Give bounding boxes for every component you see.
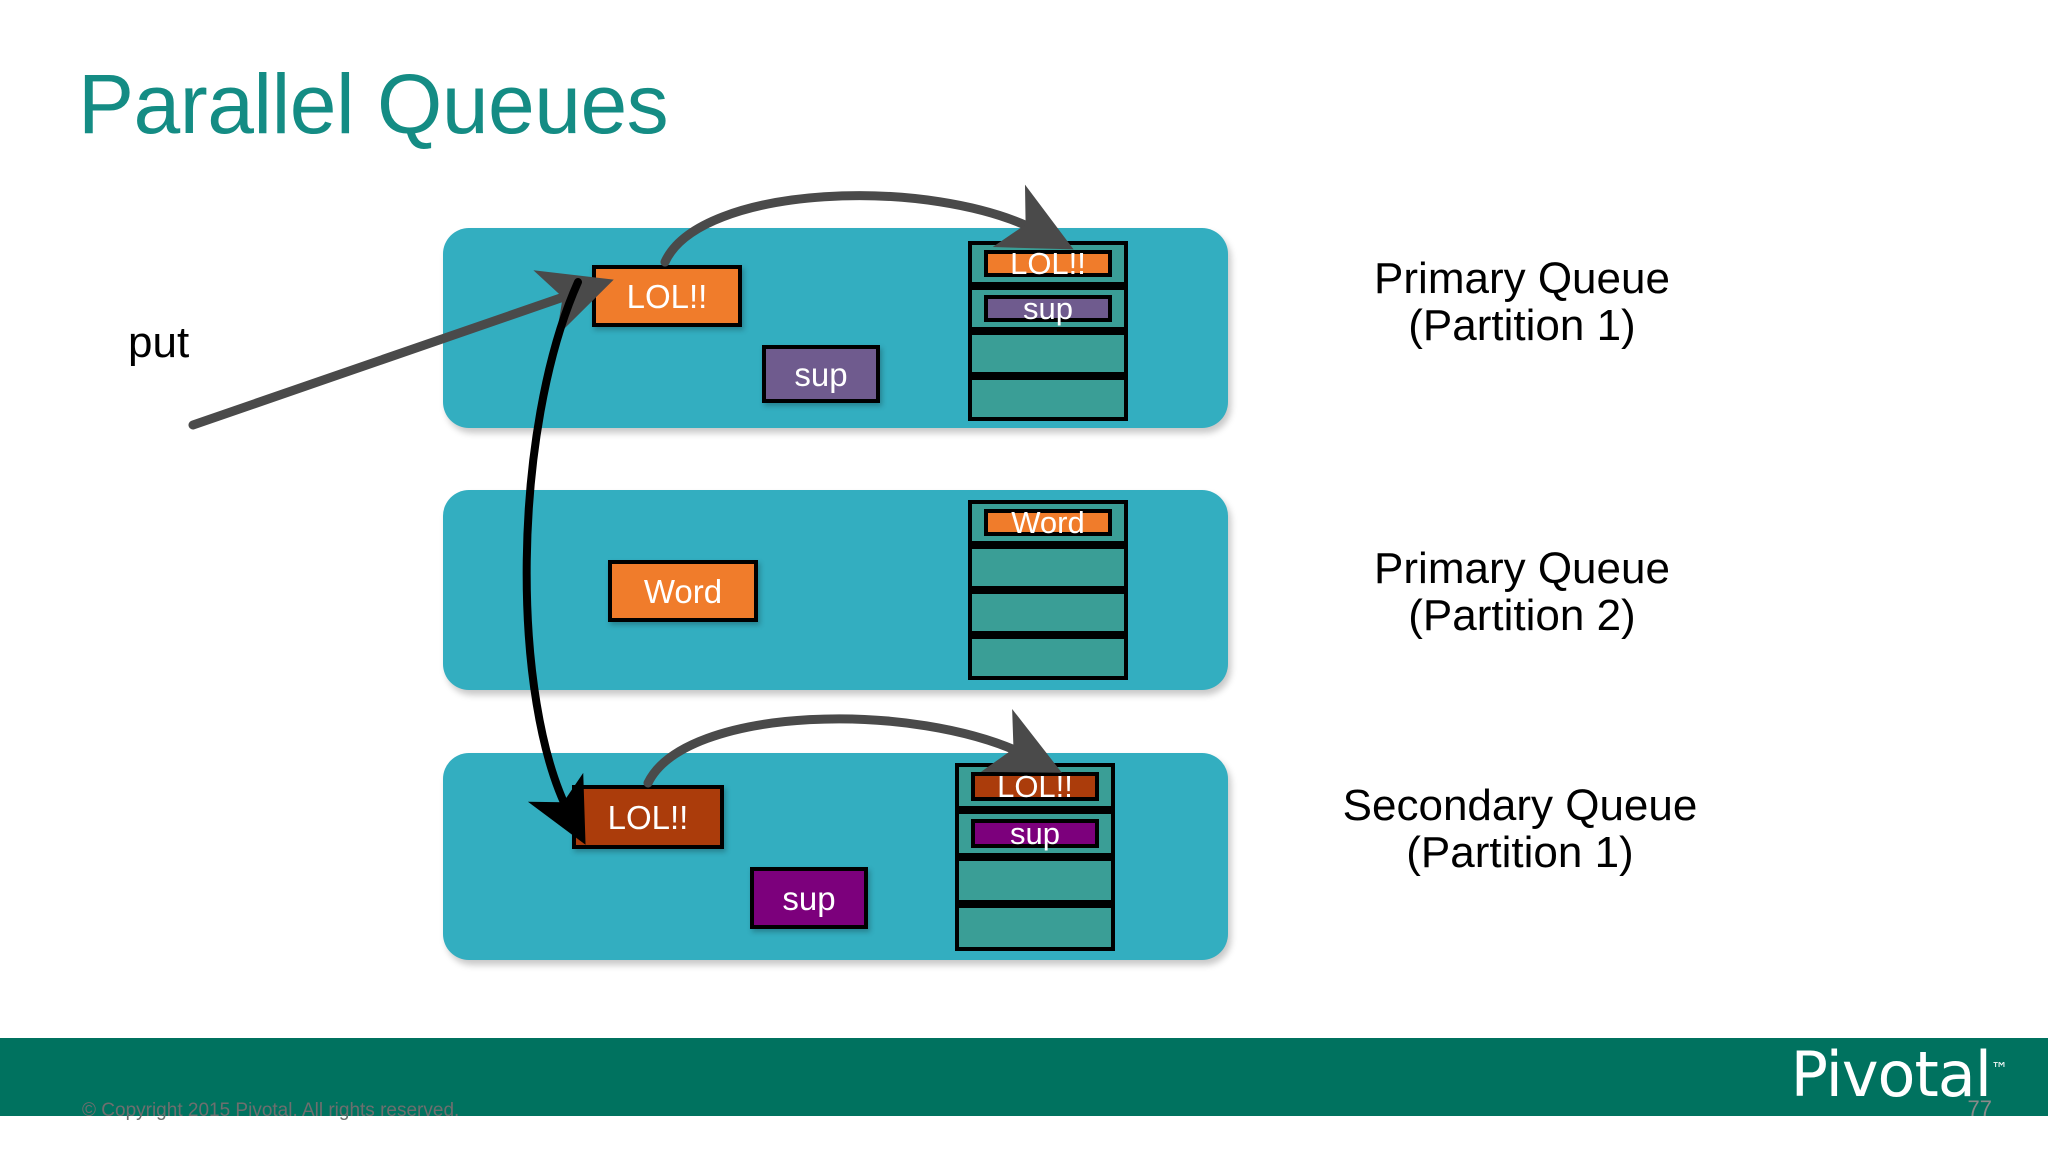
slot-item-label: LOL!!	[997, 769, 1073, 804]
queue-slot[interactable]: sup	[968, 286, 1128, 331]
message-box-sup-primary-1[interactable]: sup	[762, 345, 880, 403]
slot-item: LOL!!	[971, 769, 1099, 804]
message-label: LOL!!	[626, 277, 708, 315]
copyright-text: © Copyright 2015 Pivotal. All rights res…	[82, 1100, 460, 1121]
slot-item-label: sup	[1023, 291, 1073, 326]
queue-slot[interactable]: LOL!!	[968, 241, 1128, 286]
panel-label-line2: (Partition 1)	[1406, 828, 1634, 878]
message-box-sup-secondary-1[interactable]: sup	[750, 867, 868, 929]
page-number: 77	[1967, 1096, 1992, 1121]
queue-slot[interactable]: Word	[968, 500, 1128, 545]
diagram-area: LOL!! sup LOL!! sup Primary Queue (Parti…	[128, 184, 1750, 960]
message-label: sup	[794, 355, 848, 393]
message-box-lol-primary-1[interactable]: LOL!!	[592, 265, 742, 327]
slot-item: sup	[971, 816, 1099, 851]
message-label: Word	[643, 572, 723, 610]
queue-slot-empty[interactable]	[968, 331, 1128, 376]
queue-slot[interactable]: LOL!!	[955, 763, 1115, 810]
page-title: Parallel Queues	[78, 57, 669, 151]
panel-label-line1: Primary Queue	[1374, 254, 1670, 303]
panel-label-primary-partition-1: Primary Queue (Partition 1)	[1312, 255, 1732, 349]
queue-slot-empty[interactable]	[968, 635, 1128, 680]
pivotal-logo: Pivotal™	[1791, 1044, 2008, 1106]
message-label: LOL!!	[607, 798, 689, 836]
queue-slot-empty[interactable]	[968, 545, 1128, 590]
panel-label-line1: Primary Queue	[1374, 544, 1670, 593]
message-box-lol-secondary-1[interactable]: LOL!!	[572, 785, 724, 849]
slot-item: sup	[984, 291, 1112, 326]
panel-label-secondary-partition-1: Secondary Queue (Partition 1)	[1290, 782, 1750, 876]
queue-slot-empty[interactable]	[955, 904, 1115, 951]
queue-slot-stack-secondary-1: LOL!! sup	[955, 763, 1115, 951]
queue-slot-stack-primary-1: LOL!! sup	[968, 241, 1128, 421]
slot-item-label: sup	[1010, 816, 1060, 851]
message-label: sup	[782, 879, 836, 917]
put-label: put	[128, 318, 190, 367]
footer-bar	[0, 1038, 2048, 1116]
slot-item: LOL!!	[984, 246, 1112, 281]
pivotal-logo-text: Pivotal	[1790, 1038, 1992, 1111]
panel-label-line2: (Partition 1)	[1408, 301, 1636, 351]
panel-label-primary-partition-2: Primary Queue (Partition 2)	[1312, 545, 1732, 639]
trademark-icon: ™	[1991, 1059, 2008, 1080]
queue-slot-empty[interactable]	[968, 590, 1128, 635]
slot-item: Word	[984, 505, 1112, 540]
queue-slot-empty[interactable]	[955, 857, 1115, 904]
message-box-word-primary-2[interactable]: Word	[608, 560, 758, 622]
panel-label-line1: Secondary Queue	[1342, 781, 1698, 830]
queue-slot-stack-primary-2: Word	[968, 500, 1128, 680]
slot-item-label: Word	[1011, 505, 1085, 540]
slot-item-label: LOL!!	[1010, 246, 1086, 281]
queue-slot-empty[interactable]	[968, 376, 1128, 421]
panel-label-line2: (Partition 2)	[1408, 591, 1636, 641]
queue-slot[interactable]: sup	[955, 810, 1115, 857]
